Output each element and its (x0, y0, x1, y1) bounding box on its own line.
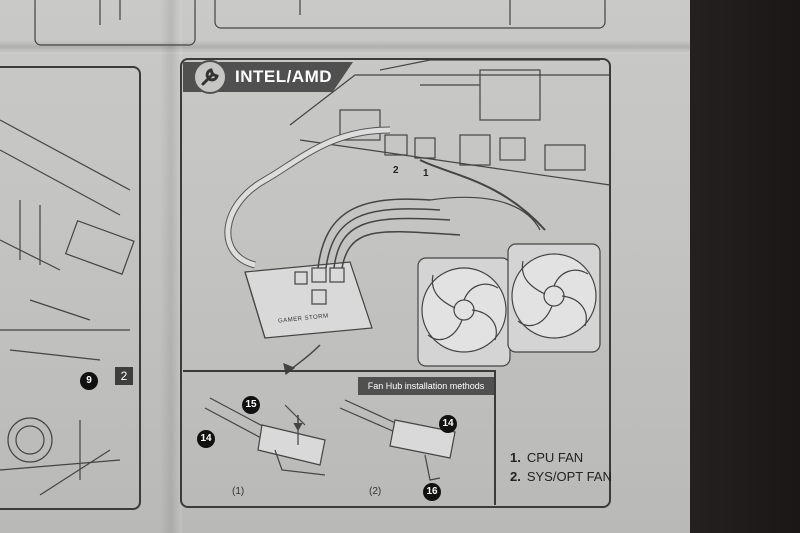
legend-number: 1. (510, 450, 521, 465)
callout-16: 16 (423, 483, 441, 501)
fan-legend: 1. CPU FAN 2. SYS/OPT FAN (510, 450, 612, 488)
intel-amd-panel (180, 58, 611, 508)
hub-methods-title: Fan Hub installation methods (358, 377, 494, 395)
legend-item: 1. CPU FAN (510, 450, 612, 465)
sys-fan-header (384, 134, 408, 156)
callout-14-method2: 14 (439, 415, 457, 433)
connector-1-label: 1 (423, 168, 429, 179)
connector-2-label: 2 (393, 165, 399, 176)
legend-item: 2. SYS/OPT FAN (510, 469, 612, 484)
section-title: INTEL/AMD (235, 67, 333, 86)
legend-label: SYS/OPT FAN (526, 469, 612, 484)
top-panel-remnant-left (34, 0, 196, 46)
legend-number: 2. (510, 469, 521, 484)
step-badge: 2 (115, 367, 133, 385)
paper-fold-vertical (160, 0, 182, 533)
wrench-icon (193, 60, 227, 94)
left-step-panel (0, 66, 141, 510)
top-panel-remnant-right (214, 0, 606, 29)
method-1-caption: (1) (232, 486, 245, 497)
paper-fold-horizontal (0, 40, 690, 54)
hub-methods-panel (183, 370, 496, 505)
cpu-fan-header (414, 137, 436, 159)
callout-14-method1: 14 (197, 430, 215, 448)
callout-9: 9 (80, 372, 98, 390)
callout-15: 15 (242, 396, 260, 414)
method-2-caption: (2) (369, 486, 382, 497)
legend-label: CPU FAN (526, 450, 584, 465)
